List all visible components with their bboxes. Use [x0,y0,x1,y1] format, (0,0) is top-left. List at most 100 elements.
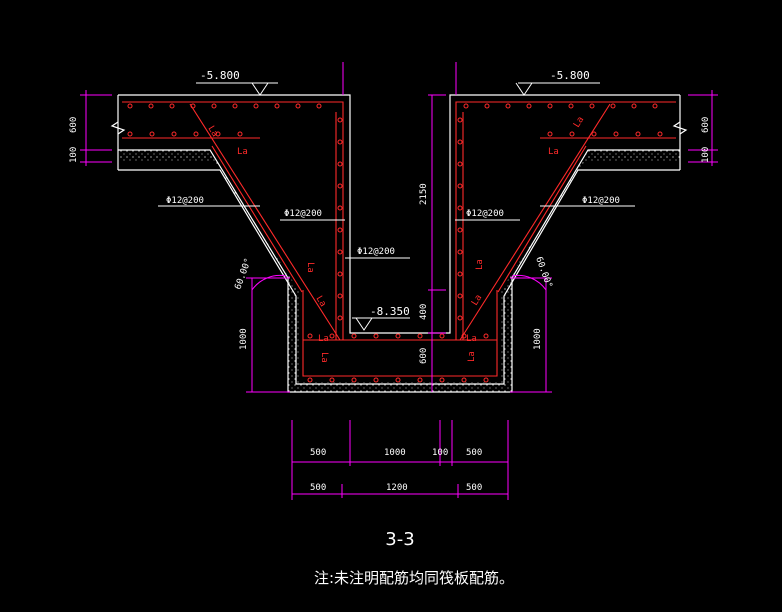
rebar-dot [461,377,467,383]
rebar-dot [148,103,154,109]
dim-row1-a: 500 [310,448,326,458]
leader-lines [158,205,635,259]
rebar-dot [337,227,343,233]
rebar-dot [569,131,575,137]
rebar-dot [373,377,379,383]
dim-row2-b: 1200 [386,483,408,493]
rebar-dot [329,333,335,339]
rebar-dot [190,103,196,109]
dim-right-100: 100 [701,147,711,163]
rebar-dot [483,333,489,339]
rebar-dot [395,377,401,383]
rebar-dot [547,131,553,137]
dim-row1-c: 100 [432,448,448,458]
dim-row1-d: 500 [466,448,482,458]
rebar-dot [457,117,463,123]
rebar-dot [457,293,463,299]
rebar-dot [337,183,343,189]
rebar-dot [439,333,445,339]
rebar-label-left-outer: Φ12@200 [166,196,204,206]
rebar-dot [127,131,133,137]
dim-left-100: 100 [69,147,79,163]
rebar-dot [657,131,663,137]
rebar-dot [417,333,423,339]
rebar-dot [337,315,343,321]
anchor-label: La [475,259,485,270]
rebar-dot [337,161,343,167]
rebar-dot [232,103,238,109]
dim-depth-600: 600 [419,348,429,364]
dim-depth-2150: 2150 [419,183,429,205]
rebar-dot [613,131,619,137]
rebar-dot [373,333,379,339]
rebar-dot [337,271,343,277]
rebar-dot [457,139,463,145]
rebar-dot [526,103,532,109]
rebar-dot [547,103,553,109]
rebar-dot [395,333,401,339]
rebar-dot [337,117,343,123]
concrete-outline [110,94,688,393]
anchor-label: La [305,262,315,273]
anchor-label: La [470,293,484,307]
rebar-dot [505,103,511,109]
rebar-dot [439,377,445,383]
rebar-dot [295,103,301,109]
rebar-dot [193,131,199,137]
dim-row2-a: 500 [310,483,326,493]
blinding-hatch [118,150,680,392]
rebar-dot [127,103,133,109]
rebar-label-left-inner: Φ12@200 [284,209,322,219]
rebar-dot [237,131,243,137]
rebar-dot [457,249,463,255]
dim-left-600: 600 [69,117,79,133]
rebar-dot [337,139,343,145]
dim-depth-400: 400 [419,304,429,320]
rebar-label-center: Φ12@200 [357,247,395,257]
rebar-label-right-inner: Φ12@200 [466,209,504,219]
rebar-dot [483,377,489,383]
dim-right-600: 600 [701,117,711,133]
section-title: 3-3 [385,529,414,550]
drawing-note: 注:未注明配筋均同筏板配筋。 [314,569,514,587]
rebar-dot [215,131,221,137]
level-pit-bottom: -8.350 [370,305,410,318]
rebar-dot [307,333,313,339]
rebar-dot [351,333,357,339]
dimension-lines [80,62,718,500]
rebar-dot [307,377,313,383]
level-left-top: -5.800 [200,69,240,82]
rebar-dot [591,131,597,137]
rebar-dot [351,377,357,383]
rebar-dot [568,103,574,109]
rebar-dot [253,103,259,109]
anchor-label: La [467,351,477,362]
rebar-dot [635,131,641,137]
rebar-dots [127,103,663,383]
rebar-dot [211,103,217,109]
rebar-dot [457,161,463,167]
rebar-dot [169,103,175,109]
dim-right-1000: 1000 [533,328,543,350]
level-right-top: -5.800 [550,69,590,82]
rebar-lines [122,101,676,377]
rebar-dot [337,249,343,255]
angle-right: 60.00° [533,256,554,290]
rebar-dot [274,103,280,109]
rebar-dot [652,103,658,109]
rebar-dot [457,227,463,233]
rebar-dot [610,103,616,109]
rebar-dot [457,183,463,189]
rebar-dot [461,333,467,339]
rebar-dot [417,377,423,383]
dim-row1-b: 1000 [384,448,406,458]
anchor-label: La [318,334,329,344]
rebar-label-right-outer: Φ12@200 [582,196,620,206]
rebar-dot [589,103,595,109]
rebar-dot [329,377,335,383]
rebar-dot [149,131,155,137]
rebar-dot [484,103,490,109]
anchor-label: La [319,352,329,363]
rebar-dot [316,103,322,109]
